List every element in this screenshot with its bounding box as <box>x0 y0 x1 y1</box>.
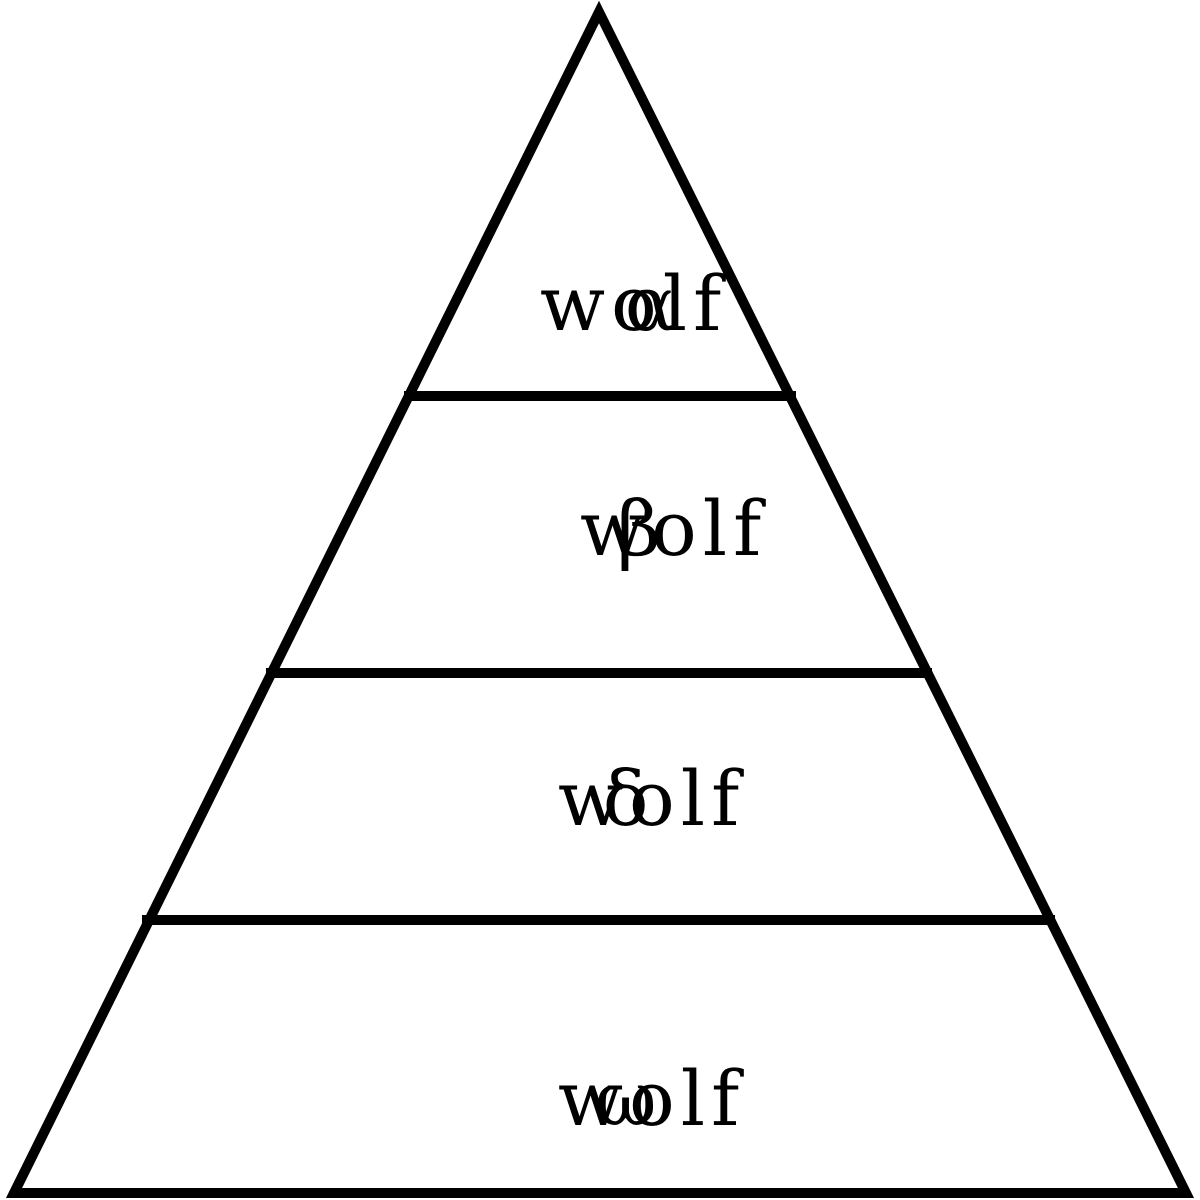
tier-symbol-alpha: α <box>625 259 682 348</box>
tier-text-alpha: wolf <box>540 259 727 348</box>
tier-label-alpha: α wolf <box>474 259 833 348</box>
tier-symbol-beta: β <box>617 484 667 573</box>
pyramid-outline <box>5 0 1195 1198</box>
tier-symbol-delta: δ <box>603 754 655 843</box>
tier-label-delta: δ wolf <box>452 754 836 843</box>
tier-symbol-omega: ω <box>595 1054 663 1143</box>
tier-label-omega: ω wolf <box>444 1054 836 1143</box>
tier-text-delta: wolf <box>558 754 745 843</box>
tier-text-omega: wolf <box>558 1054 745 1143</box>
tier-text-beta: wolf <box>580 484 767 573</box>
tier-label-beta: β wolf <box>466 484 858 573</box>
